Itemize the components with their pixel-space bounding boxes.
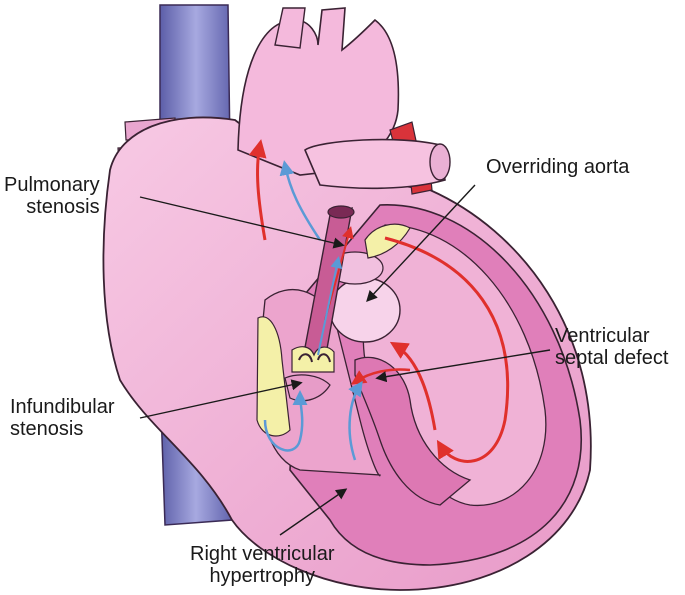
pulmonary-valve (291, 346, 335, 373)
pointer-ventricular-septal-defect (375, 349, 551, 383)
pulmonary-trunk (304, 138, 446, 190)
label-infundibular-stenosis: Infundibular stenosis (10, 396, 115, 440)
mitral-valve (364, 223, 411, 259)
label-right-ventricular-hypertrophy: Right ventricular hypertrophy (190, 543, 335, 587)
pointer-overriding-aorta (366, 184, 476, 303)
label-ventricular-septal-defect: Ventricular septal defect (555, 325, 669, 369)
label-pulmonary-stenosis: Pulmonary stenosis (4, 174, 100, 218)
blue-flow-arrow (348, 380, 363, 461)
aorta-branch (274, 7, 306, 49)
blue-flow-arrow (279, 160, 322, 241)
red-flow-arrow (389, 341, 437, 431)
ventricular-septum (354, 356, 472, 506)
red-flow-arrow (248, 139, 267, 241)
red-flow-arrow (384, 236, 510, 463)
pointer-infundibular-stenosis (139, 379, 303, 419)
pointer-right-ventricular-hypertrophy (279, 488, 348, 536)
aorta-arch (237, 7, 400, 176)
blue-flow-arrow (317, 256, 343, 356)
tricuspid-valve (256, 316, 291, 437)
blue-flow-arrow (263, 390, 308, 452)
pointer-pulmonary-stenosis (139, 196, 345, 249)
overriding-aorta (329, 277, 401, 343)
label-overriding-aorta: Overriding aorta (486, 156, 630, 178)
